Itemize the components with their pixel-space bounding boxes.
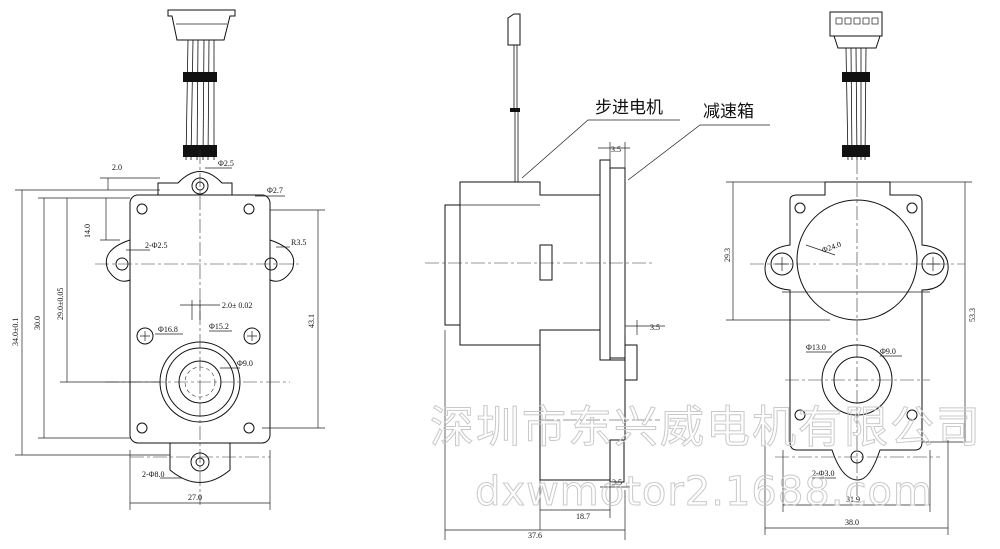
- dim-29-3: 29.3: [723, 248, 732, 262]
- dim-38-0: 38.0: [845, 518, 859, 527]
- front-view: 2.0 Φ2.5 Φ2.7 14.0 2-Φ2.5 R3.5 2.0± 0.02…: [11, 9, 325, 510]
- label-gearbox: 减速箱: [703, 102, 754, 122]
- dim-phi13: Φ13.0: [806, 343, 826, 352]
- dim-37-6: 37.6: [528, 531, 542, 540]
- dim-53-3: 53.3: [968, 308, 977, 322]
- dim-29-0: 29.0±0.05: [56, 288, 65, 320]
- dim-2-0-tol: 2.0± 0.02: [222, 301, 252, 310]
- watermark-company: 深圳市东兴威电机有限公司: [430, 402, 982, 453]
- side-view: 步进电机 减速箱 3.5 3.5 3.5 18.7 37.6: [425, 13, 770, 540]
- dim-3-5-bot: 3.5: [612, 478, 622, 487]
- dim-phi15-2: Φ15.2: [209, 322, 229, 331]
- dim-2-phi2-5: 2-Φ2.5: [145, 241, 168, 250]
- dim-14-0: 14.0: [83, 224, 92, 238]
- dim-2-0: 2.0: [112, 163, 122, 172]
- dim-r3-5: R3.5: [291, 238, 306, 247]
- dim-2-phi3: 2-Φ3.0: [812, 469, 835, 478]
- dim-3-5-top: 3.5: [611, 145, 621, 154]
- dim-18-7: 18.7: [576, 512, 590, 521]
- dim-total-height: 34.0±0.1: [11, 318, 20, 346]
- dim-27-0: 27.0: [188, 493, 202, 502]
- dim-phi2-7: Φ2.7: [267, 186, 283, 195]
- dim-phi16-8: Φ16.8: [158, 325, 178, 334]
- back-view: 29.3 Φ24.0 53.3 Φ13.0 Φ9.0 2-Φ3.0 31.9 3…: [723, 11, 977, 535]
- dim-2-phi8-0: 2-Φ8.0: [142, 470, 165, 479]
- dim-31-9: 31.9: [846, 495, 860, 504]
- watermark-site: dxwmotor2.1688.com: [475, 469, 933, 515]
- dim-phi9-0: Φ9.0: [237, 359, 253, 368]
- dim-phi9: Φ9.0: [880, 347, 896, 356]
- dim-phi24: Φ24.0: [821, 240, 843, 255]
- label-stepper-motor: 步进电机: [595, 98, 663, 118]
- dim-30-0: 30.0: [33, 316, 42, 330]
- dim-phi2-5: Φ2.5: [218, 159, 234, 168]
- dim-43-1: 43.1: [307, 314, 316, 328]
- dim-3-5-mid: 3.5: [650, 323, 660, 332]
